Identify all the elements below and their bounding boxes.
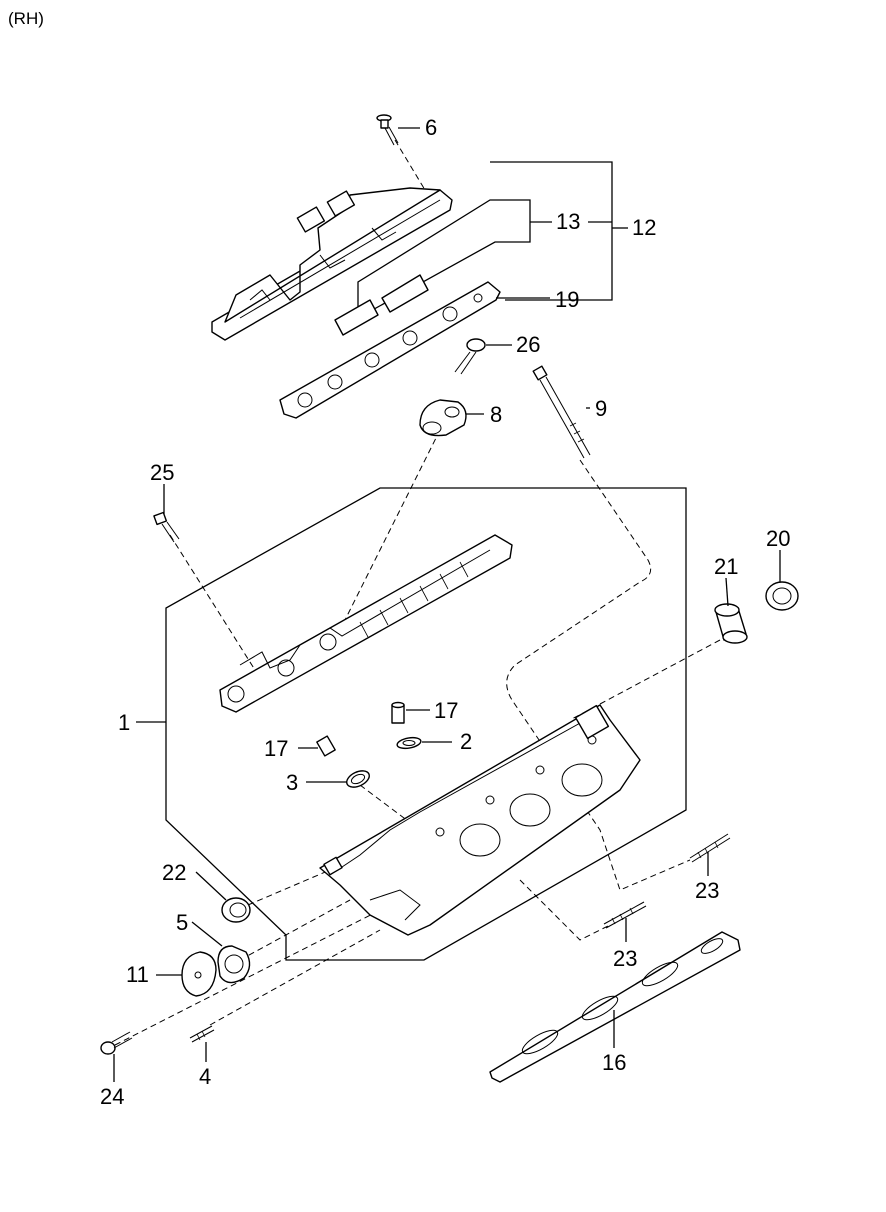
label-part-23-lower: 23 — [613, 946, 637, 971]
bolt-6 — [376, 114, 399, 146]
cam-carrier — [219, 534, 513, 713]
label-part-6: 6 — [425, 115, 437, 140]
label-part-4: 4 — [199, 1064, 211, 1089]
label-part-21: 21 — [714, 554, 738, 579]
label-part-2: 2 — [460, 729, 472, 754]
gasket-19 — [279, 281, 501, 419]
seal-21 — [714, 603, 748, 644]
label-part-23-upper: 23 — [695, 878, 719, 903]
label-part-17-lower: 17 — [264, 736, 288, 761]
leader-lines — [113, 127, 781, 1082]
label-part-9: 9 — [595, 396, 607, 421]
bolt-9 — [532, 365, 591, 459]
bolt-24 — [100, 1031, 133, 1055]
label-part-25: 25 — [150, 460, 174, 485]
seal-20 — [765, 581, 799, 611]
bolt-26 — [454, 338, 486, 375]
stud-23-lower — [603, 901, 647, 929]
seal-2 — [396, 736, 422, 750]
label-part-20: 20 — [766, 526, 790, 551]
fitting-8 — [419, 399, 467, 437]
label-part-13: 13 — [556, 209, 580, 234]
label-part-26: 26 — [516, 332, 540, 357]
flange-5 — [217, 945, 251, 984]
bolt-25 — [153, 511, 180, 543]
stud-4 — [189, 1025, 215, 1043]
label-part-1: 1 — [118, 710, 130, 735]
label-part-19: 19 — [555, 287, 579, 312]
diagram-title: (RH) — [8, 9, 44, 28]
cover-plate-11 — [181, 951, 217, 997]
label-part-5: 5 — [176, 910, 188, 935]
assembly-boundary-1 — [165, 487, 687, 961]
label-part-12: 12 — [632, 215, 656, 240]
stud-23-upper — [689, 833, 731, 863]
filter-mesh-13 — [334, 274, 429, 336]
bracket-12 — [490, 161, 613, 301]
callout-labels: 1 2 3 4 5 6 8 9 11 12 13 16 17 17 19 20 … — [100, 115, 790, 1109]
gasket-16 — [489, 931, 741, 1083]
pin-17-lower — [316, 735, 336, 757]
label-part-3: 3 — [286, 770, 298, 795]
seal-22 — [221, 897, 251, 923]
seal-3 — [346, 770, 370, 788]
label-part-11: 11 — [126, 962, 149, 987]
pin-17-upper — [391, 701, 405, 724]
label-part-17-upper: 17 — [434, 698, 458, 723]
cylinder-head — [319, 704, 641, 936]
cover-12 — [211, 187, 453, 341]
label-part-8: 8 — [490, 402, 502, 427]
label-part-16: 16 — [602, 1050, 626, 1075]
label-part-22: 22 — [162, 860, 186, 885]
label-part-24: 24 — [100, 1084, 124, 1109]
